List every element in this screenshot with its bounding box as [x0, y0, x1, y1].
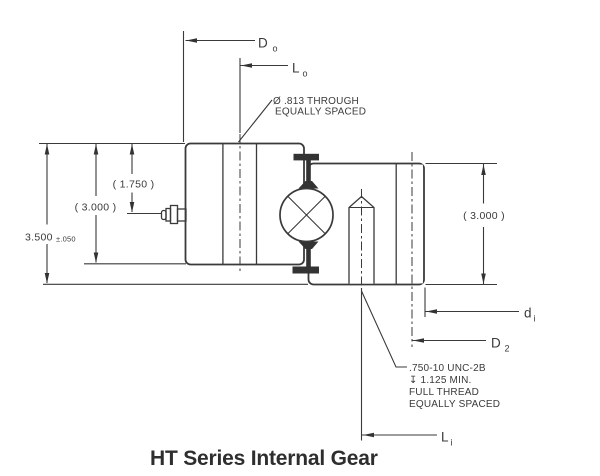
bearing-ball [279, 187, 334, 243]
through-hole-note-line2: EQUALLY SPACED [275, 107, 366, 118]
arrowhead [481, 164, 486, 175]
label-di-sub: i [534, 314, 536, 324]
grease-fitting-height-value: ( 1.750 ) [113, 179, 155, 191]
outer-ring-height-value: ( 3.000 ) [75, 202, 117, 214]
label-Do-sub: o [273, 44, 278, 54]
arrowhead [363, 432, 374, 438]
arrowhead [481, 273, 486, 284]
label-Li-sub: i [451, 438, 453, 448]
label-D2-sub: 2 [505, 344, 510, 354]
bottom-seal [292, 241, 319, 274]
dimension-inner-diameter: d i [424, 287, 536, 324]
left-dimensions: 3.500 ±.050 ( 3.000 ) ( 1.750 ) [25, 142, 308, 285]
tapped-hole-note-line4: EQUALLY SPACED [409, 399, 500, 410]
label-Lo-sub: o [303, 69, 308, 79]
grease-fitting [160, 204, 187, 225]
arrowhead [426, 309, 437, 314]
arrowhead [44, 144, 50, 155]
drawing-title: HT Series Internal Gear [150, 447, 378, 470]
tapped-hole-note-line1: .750-10 UNC-2B [409, 363, 486, 374]
arrowhead [186, 38, 197, 43]
arrowhead [44, 273, 50, 284]
label-Lo: L [292, 61, 300, 76]
arrowhead [413, 338, 424, 343]
leader-line [360, 290, 407, 368]
arrowhead [129, 202, 135, 213]
top-seal [293, 153, 319, 189]
tapped-hole-note-line3: FULL THREAD [409, 387, 479, 398]
label-Li: L [441, 430, 449, 445]
inner-ring-height-value: ( 3.000 ) [463, 210, 505, 222]
dimension-gear-pitch-diameter: D 2 [412, 336, 510, 354]
arrowhead [93, 144, 99, 155]
gear-teeth-zone [396, 164, 423, 284]
leader-line [238, 99, 273, 143]
through-hole-note: Ø .813 THROUGH EQUALLY SPACED [238, 96, 366, 143]
dimension-overall-height: 3.500 ±.050 [25, 144, 76, 284]
tapped-hole-note: .750-10 UNC-2B ↧ 1.125 MIN. FULL THREAD … [360, 290, 500, 410]
dimension-inner-bolt-circle: L i [360, 288, 453, 448]
through-hole-note-line1: Ø .813 THROUGH [273, 96, 359, 107]
arrowhead [241, 63, 252, 68]
dimension-grease-fitting-height: ( 1.750 ) [113, 144, 155, 213]
dimension-outer-diameter: D o [182, 31, 278, 142]
overall-height-value: 3.500 [25, 232, 53, 244]
dimension-outer-ring-height: ( 3.000 ) [75, 144, 117, 263]
dimension-outer-bolt-circle: L o [239, 58, 308, 133]
label-di: d [524, 306, 532, 321]
tapped-hole-note-line2: ↧ 1.125 MIN. [409, 375, 471, 386]
overall-height-tolerance: ±.050 [56, 235, 76, 244]
centerlines [239, 134, 413, 347]
arrowhead [129, 144, 135, 155]
tapped-hole [349, 196, 374, 284]
label-Do: D [258, 36, 268, 51]
dimension-inner-ring-height: ( 3.000 ) [425, 162, 505, 286]
arrowhead [93, 252, 99, 263]
label-D2: D [491, 336, 501, 351]
